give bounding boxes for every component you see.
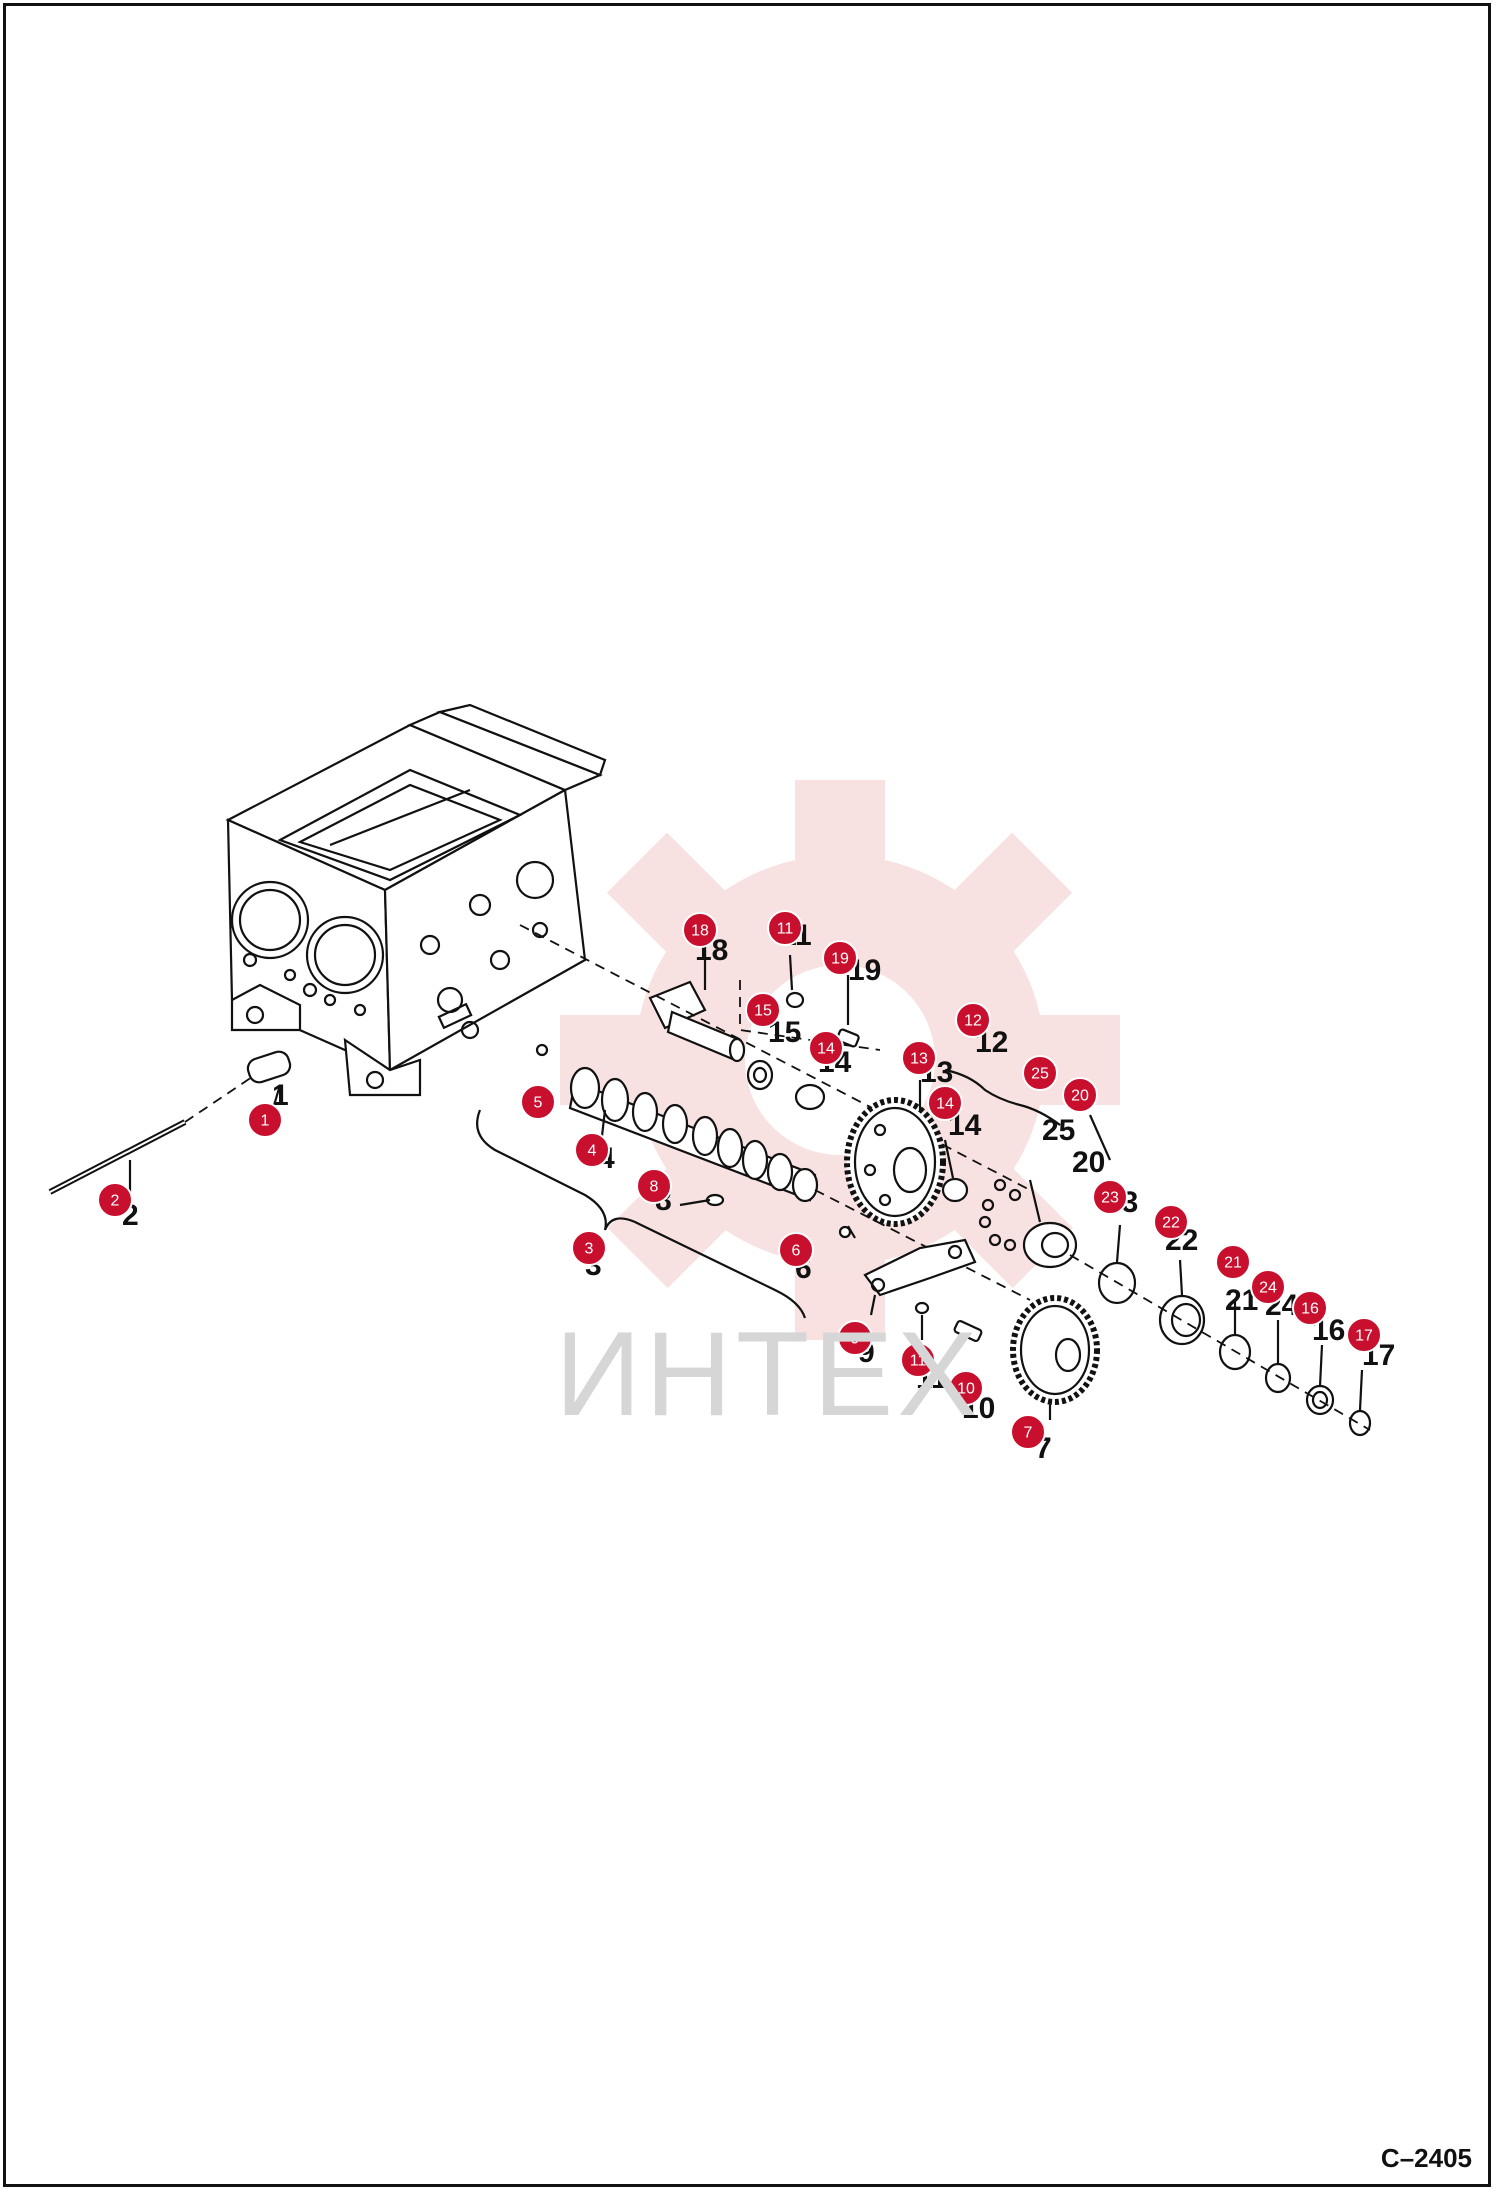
oring-part-23 <box>1097 1261 1137 1305</box>
callout-badge-16[interactable]: 16 <box>1292 1290 1328 1326</box>
callout-label-13: 13 <box>910 1051 928 1068</box>
gear-part-7 <box>1010 1295 1100 1405</box>
washer-part-11a <box>785 991 805 1009</box>
callout-badge-7[interactable]: 7 <box>1010 1414 1046 1450</box>
bolt-part-10 <box>953 1319 983 1343</box>
washer-part-11b <box>914 1301 930 1315</box>
callout-label-25: 25 <box>1031 1066 1049 1083</box>
seal-part-22 <box>1158 1294 1206 1346</box>
callout-badge-10[interactable]: 10 <box>948 1370 984 1406</box>
idler-gear-part-13 <box>844 1097 946 1227</box>
callout-badge-4[interactable]: 4 <box>574 1132 610 1168</box>
callout-badge-6[interactable]: 6 <box>778 1232 814 1268</box>
callout-label-3: 3 <box>585 1241 594 1258</box>
nuts-group <box>978 1178 1022 1252</box>
collar-part-14b <box>941 1177 969 1203</box>
callout-label-1: 1 <box>261 1113 270 1130</box>
callout-label-6: 6 <box>792 1243 801 1260</box>
callout-label-22: 22 <box>1162 1215 1180 1232</box>
part-number-25: 25 <box>1042 1114 1075 1147</box>
engine-block <box>225 703 607 1097</box>
callout-badge-2[interactable]: 2 <box>97 1182 133 1218</box>
callout-label-17: 17 <box>1355 1328 1373 1345</box>
collar-part-14a <box>794 1083 826 1111</box>
plate-part-9 <box>863 1238 977 1297</box>
camshaft-part-4 <box>568 1066 819 1203</box>
callout-label-7: 7 <box>1024 1425 1033 1442</box>
assembly-bracket-part-3 <box>476 1109 807 1319</box>
bushing-part-15 <box>746 1059 774 1091</box>
callout-label-4: 4 <box>588 1143 597 1160</box>
callout-label-24: 24 <box>1259 1280 1277 1297</box>
callout-label-2: 2 <box>111 1193 120 1210</box>
callout-badge-3[interactable]: 3 <box>571 1230 607 1266</box>
callout-badge-9[interactable]: 9 <box>837 1320 873 1356</box>
callout-badge-14b[interactable]: 14 <box>927 1085 963 1121</box>
callout-label-20: 20 <box>1071 1088 1089 1105</box>
watermark-text: ИНТЕХ <box>555 1307 982 1441</box>
callout-badge-11a[interactable]: 11 <box>767 910 803 946</box>
ring-part-21 <box>1218 1333 1252 1371</box>
callout-badge-17[interactable]: 17 <box>1346 1317 1382 1353</box>
callout-label-14a: 14 <box>817 1041 835 1058</box>
callout-label-21: 21 <box>1224 1255 1242 1272</box>
callout-badge-1[interactable]: 1 <box>247 1102 283 1138</box>
housing-part-18 <box>648 980 746 1063</box>
tappet-part-1 <box>246 1050 292 1084</box>
pushrod-part-2 <box>48 1119 187 1195</box>
callout-badge-23[interactable]: 23 <box>1092 1179 1128 1215</box>
callout-label-9: 9 <box>851 1331 860 1348</box>
part-number-20: 20 <box>1072 1146 1105 1179</box>
callout-badge-11b[interactable]: 11 <box>900 1342 936 1378</box>
callout-badge-15[interactable]: 15 <box>745 992 781 1028</box>
callout-label-11a: 11 <box>777 921 794 938</box>
callout-label-10: 10 <box>957 1381 975 1398</box>
callout-label-5: 5 <box>534 1095 543 1112</box>
callout-label-11b: 11 <box>910 1353 927 1370</box>
callout-label-16: 16 <box>1301 1301 1319 1318</box>
callout-label-23: 23 <box>1101 1190 1119 1207</box>
ring-part-17 <box>1348 1409 1372 1437</box>
seal-part-20 <box>1022 1221 1078 1269</box>
callout-badge-14a[interactable]: 14 <box>808 1030 844 1066</box>
callout-badge-20[interactable]: 20 <box>1062 1077 1098 1113</box>
callout-label-15: 15 <box>754 1003 772 1020</box>
callout-label-18: 18 <box>691 923 709 940</box>
callout-badge-5[interactable]: 5 <box>520 1084 556 1120</box>
callout-badge-24[interactable]: 24 <box>1250 1269 1286 1305</box>
callout-label-14b: 14 <box>936 1096 954 1113</box>
callout-badge-8[interactable]: 8 <box>636 1168 672 1204</box>
assembly-bracket-part-12 <box>944 1068 1061 1126</box>
callout-badge-25[interactable]: 25 <box>1022 1055 1058 1091</box>
callout-label-8: 8 <box>650 1179 659 1196</box>
figure-code: C–2405 <box>1380 2143 1472 2173</box>
ball-part-5 <box>535 1043 549 1057</box>
callout-badge-21[interactable]: 21 <box>1215 1244 1251 1280</box>
callout-label-19: 19 <box>831 951 849 968</box>
callout-badge-18[interactable]: 18 <box>682 912 718 948</box>
callout-label-12: 12 <box>964 1013 982 1030</box>
callout-badge-22[interactable]: 22 <box>1153 1204 1189 1240</box>
ball-part-6 <box>838 1225 852 1239</box>
part-number-1: 1 <box>272 1079 289 1112</box>
callout-badge-12[interactable]: 12 <box>955 1002 991 1038</box>
callout-badge-13[interactable]: 13 <box>901 1040 937 1076</box>
ring-part-24 <box>1264 1362 1292 1394</box>
page-frame <box>3 3 1491 2187</box>
callout-badge-19[interactable]: 19 <box>822 940 858 976</box>
